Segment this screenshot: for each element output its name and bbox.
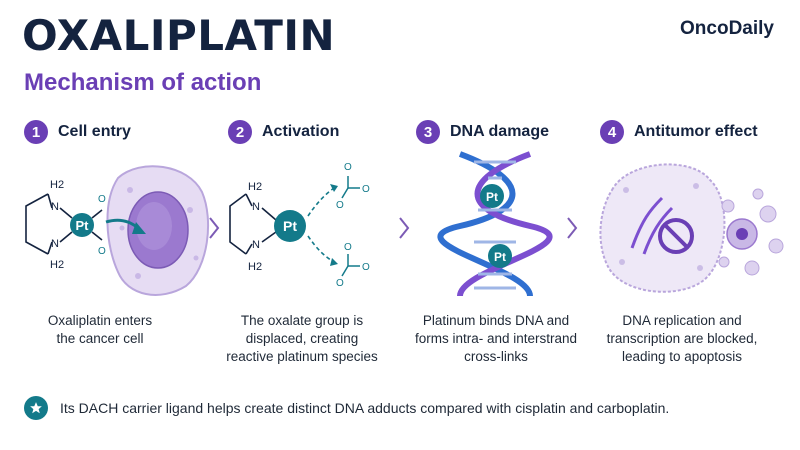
platinum-atom-icon bbox=[274, 210, 306, 242]
page-subtitle: Mechanism of action bbox=[24, 69, 262, 96]
step-4-illustration bbox=[599, 163, 784, 293]
oxaliplatin-molecule-icon bbox=[25, 193, 103, 255]
svg-text:O: O bbox=[344, 162, 352, 173]
svg-text:O: O bbox=[98, 246, 106, 257]
step-2-header: 2 Activation bbox=[228, 118, 339, 146]
dna-helix-icon bbox=[437, 151, 553, 297]
brand-logo: OncoDaily bbox=[680, 18, 774, 39]
step-3-number: 3 bbox=[416, 120, 440, 144]
chevron-right-icon bbox=[209, 217, 220, 239]
step-3-header: 3 DNA damage bbox=[416, 118, 549, 146]
svg-text:O: O bbox=[362, 184, 370, 195]
svg-text:H2: H2 bbox=[248, 261, 262, 273]
oxalate-fragment-top-icon bbox=[341, 176, 360, 199]
svg-text:Pt: Pt bbox=[494, 250, 506, 264]
apoptotic-bodies-icon bbox=[718, 188, 784, 276]
footer-text: Its DACH carrier ligand helps create dis… bbox=[60, 400, 670, 416]
star-icon bbox=[24, 396, 48, 420]
svg-text:O: O bbox=[336, 278, 344, 289]
step-1-number: 1 bbox=[24, 120, 48, 144]
svg-text:N: N bbox=[252, 239, 260, 251]
svg-text:Pt: Pt bbox=[486, 190, 498, 204]
step-2-illustration: Pt H2 H2 N N O O O O O O bbox=[229, 162, 370, 289]
page-title: OXALIPLATIN bbox=[22, 11, 336, 60]
platinum-adduct-icon bbox=[480, 184, 504, 208]
chevron-right-icon bbox=[399, 217, 410, 239]
step-2-number: 2 bbox=[228, 120, 252, 144]
pt-label: Pt bbox=[76, 218, 90, 233]
svg-text:N: N bbox=[51, 201, 59, 213]
footer-note: Its DACH carrier ligand helps create dis… bbox=[24, 396, 669, 420]
step-4-header: 4 Antitumor effect bbox=[600, 118, 758, 146]
svg-text:Pt: Pt bbox=[283, 218, 297, 234]
amine-top-label: H2 bbox=[50, 179, 64, 191]
svg-text:O: O bbox=[344, 242, 352, 253]
svg-text:O: O bbox=[362, 262, 370, 273]
chevron-right-icon bbox=[567, 217, 578, 239]
step-2-title: Activation bbox=[262, 123, 340, 140]
step-1-header: 1 Cell entry bbox=[24, 118, 131, 146]
step-4-title: Antitumor effect bbox=[634, 123, 758, 140]
step-3-illustration: Pt Pt bbox=[437, 151, 553, 297]
svg-text:O: O bbox=[336, 200, 344, 211]
amine-bottom-label: H2 bbox=[50, 259, 64, 271]
svg-text:N: N bbox=[252, 201, 260, 213]
oxalate-fragment-bottom-icon bbox=[341, 254, 360, 277]
step-4-number: 4 bbox=[600, 120, 624, 144]
svg-text:N: N bbox=[51, 238, 59, 250]
step-3-title: DNA damage bbox=[450, 123, 549, 140]
cancer-cell-icon bbox=[106, 165, 210, 296]
svg-text:H2: H2 bbox=[248, 181, 262, 193]
step-1-illustration: Pt H2 H2 N N O O bbox=[25, 165, 210, 296]
step-1-title: Cell entry bbox=[58, 123, 131, 140]
dna-strand-icon bbox=[630, 196, 674, 255]
svg-text:O: O bbox=[98, 194, 106, 205]
blocked-icon bbox=[658, 218, 694, 254]
platinum-adduct-icon bbox=[488, 244, 512, 268]
